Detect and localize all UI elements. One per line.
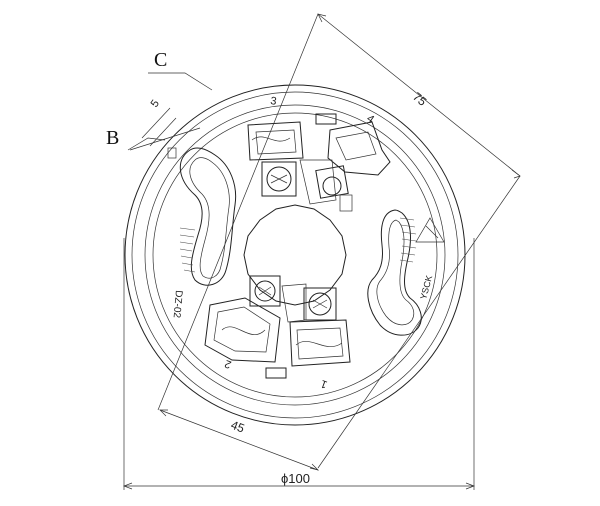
leader-c — [148, 72, 213, 91]
leader-b — [127, 137, 166, 151]
right-slot-hatching — [399, 217, 417, 263]
left-slot-hatching — [179, 227, 196, 273]
dimension-45 — [159, 409, 320, 471]
terminal-3-clamp — [247, 121, 304, 197]
bridge-plate-lower — [281, 283, 307, 323]
dim-5-text: 5 — [149, 98, 162, 110]
terminal-1-label: 1 — [319, 377, 329, 390]
terminal-1-clamp — [289, 287, 351, 367]
inner-rim-2 — [152, 112, 438, 398]
right-slot-inner — [376, 219, 415, 326]
center-bore — [243, 204, 347, 306]
outer-rim-inner — [131, 91, 459, 419]
terminal-4-clamp — [315, 121, 391, 212]
terminal-2-label: 2 — [223, 357, 233, 370]
model-marking: DZ-02 — [171, 290, 184, 319]
contact-pad-bottom — [265, 367, 287, 379]
label-b: B — [106, 127, 119, 149]
dim-75-text: 75 — [410, 89, 429, 108]
dim-45-text: 45 — [229, 418, 247, 436]
label-c: C — [154, 49, 167, 71]
terminal-2-clamp — [204, 275, 281, 363]
dim-diameter-text: ϕ100 — [281, 471, 310, 486]
left-slot-inner — [189, 157, 230, 279]
terminal-4-label: 4 — [364, 113, 376, 126]
contact-pad-left — [167, 147, 177, 159]
terminal-3-label: 3 — [270, 95, 278, 108]
right-mounting-slot — [367, 209, 422, 336]
bridge-plate — [299, 159, 337, 205]
inner-rim — [144, 104, 446, 406]
dimension-5 — [129, 107, 201, 151]
brand-marking: YSCK — [418, 274, 434, 300]
dimension-diameter — [123, 238, 475, 490]
recycle-icon — [415, 217, 445, 243]
contact-pad-top — [315, 113, 337, 125]
dimension-75 — [157, 13, 521, 469]
left-mounting-slot — [180, 147, 237, 286]
